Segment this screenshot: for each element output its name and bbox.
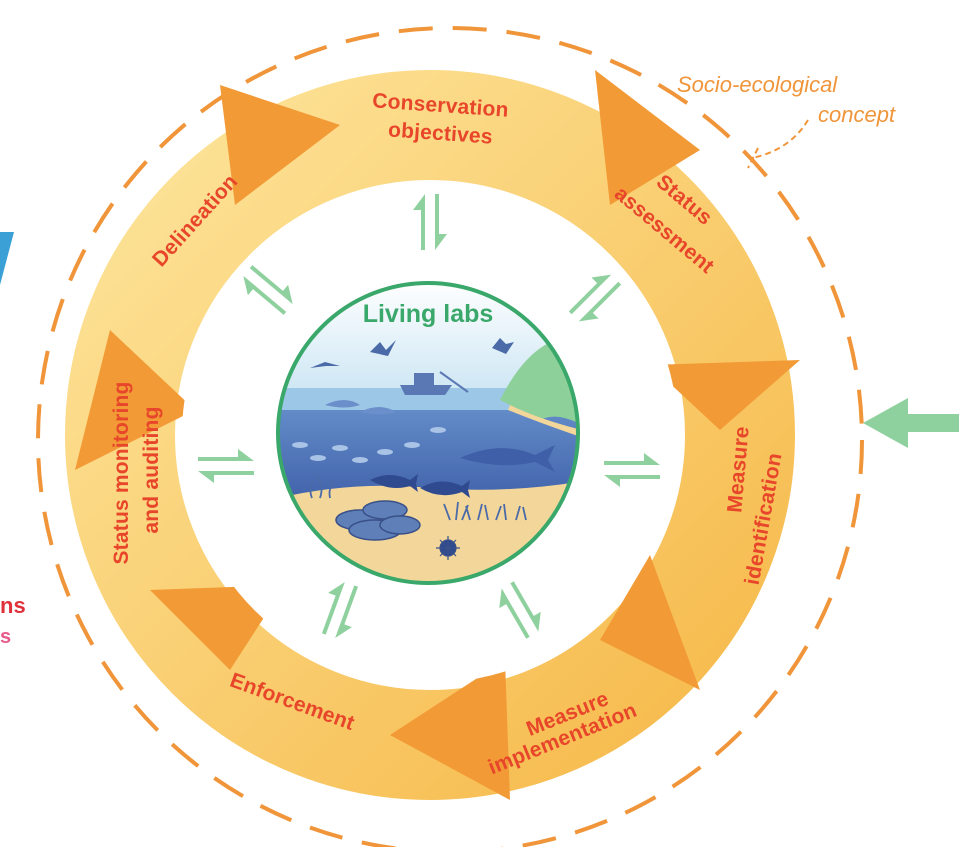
dolphin-icon (325, 400, 396, 415)
mussel-icon (335, 500, 421, 541)
arrowhead-top (595, 70, 700, 205)
arrowhead-right-upper (650, 360, 800, 430)
bird-icon (310, 338, 514, 368)
left-blue-arrow-fragment (0, 232, 14, 285)
outer-dashed-circle (36, 26, 864, 847)
shore (508, 405, 578, 440)
outer-label-line1: Socio-ecological (677, 72, 838, 97)
arrowhead-right-lower (600, 555, 700, 690)
exchange-arrow-top-right (568, 274, 622, 322)
urchin-icon (436, 536, 460, 560)
arrowhead-left-upper (75, 330, 195, 470)
exchange-arrow-bottom-left (321, 581, 359, 639)
boat-icon (400, 371, 469, 395)
fish-school (292, 427, 446, 463)
stage-status-monitoring-line2: and auditing (140, 406, 163, 533)
arrowhead-top-left (220, 85, 340, 205)
exchange-arrow-right (604, 453, 660, 487)
exchange-arrow-top-left (243, 265, 293, 315)
outer-label-leader (747, 119, 809, 169)
stage-status-monitoring-line1: Status monitoring (110, 381, 133, 564)
exchange-arrows (198, 194, 660, 639)
living-labs-title: Living labs (363, 300, 494, 328)
arrowhead-bottom (390, 660, 510, 800)
incoming-arrow (863, 398, 959, 448)
exchange-arrow-top (413, 194, 447, 250)
left-fragment-text-1: ns (0, 593, 26, 618)
exchange-arrow-bottom-right (499, 581, 541, 639)
outer-label-line2: concept (818, 102, 896, 127)
seagrass-icon (309, 477, 527, 521)
fish-icon (460, 445, 555, 472)
cod-icon (370, 474, 470, 498)
exchange-arrow-left (198, 449, 254, 483)
left-fragment-text-2: s (0, 626, 11, 648)
